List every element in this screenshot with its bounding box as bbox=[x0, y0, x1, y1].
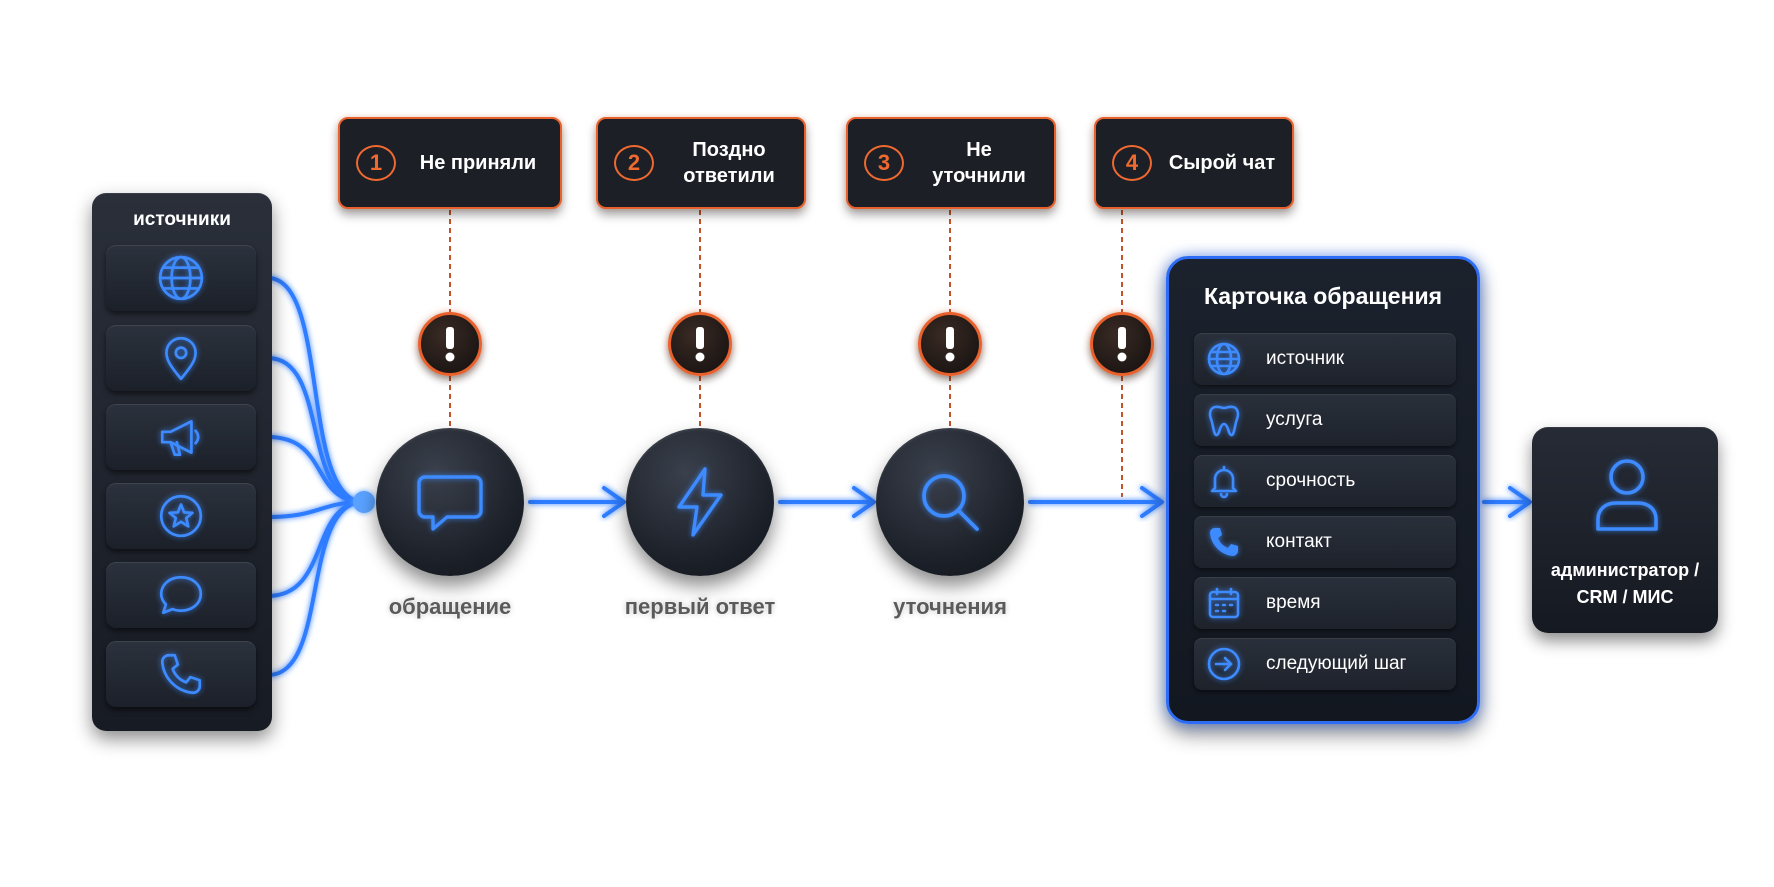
issue-number-1: 1 bbox=[356, 145, 396, 181]
issue-box-1: 1 Не приняли bbox=[338, 117, 562, 209]
card-row-contact: контакт bbox=[1194, 516, 1456, 568]
calendar-icon bbox=[1208, 587, 1240, 619]
issue-number-2: 2 bbox=[614, 145, 654, 181]
star-icon bbox=[159, 494, 203, 538]
arrow-circle-icon bbox=[1207, 647, 1241, 681]
source-reviews-button[interactable] bbox=[106, 483, 256, 549]
source-phone-button[interactable] bbox=[106, 641, 256, 707]
stage-first-response bbox=[626, 428, 774, 576]
card-row-label: следующий шаг bbox=[1266, 653, 1407, 674]
admin-label-line2: CRM / МИС bbox=[1576, 587, 1674, 607]
source-ads-button[interactable] bbox=[106, 404, 256, 470]
issue-text-1: Не приняли bbox=[419, 152, 537, 174]
phone-icon bbox=[160, 653, 202, 695]
card-row-urgency: срочность bbox=[1194, 455, 1456, 507]
phone-icon bbox=[1210, 528, 1238, 556]
issue-number-3: 3 bbox=[864, 145, 904, 181]
alert-icon-2 bbox=[668, 312, 732, 376]
alert-icon-3 bbox=[918, 312, 982, 376]
merge-point bbox=[353, 491, 375, 513]
source-link-3 bbox=[267, 435, 365, 504]
sources-panel: источники bbox=[92, 193, 272, 731]
stage-label-request: обращение bbox=[388, 594, 512, 619]
card-row-label: срочность bbox=[1266, 470, 1356, 491]
issue-box-4: 4 Сырой чат bbox=[1094, 117, 1294, 209]
source-map-button[interactable] bbox=[106, 325, 256, 391]
stage-request bbox=[376, 428, 524, 576]
bell-icon bbox=[1210, 465, 1238, 499]
exclamation-icon bbox=[695, 327, 705, 362]
search-icon bbox=[922, 474, 979, 531]
stage-label-clarification: уточнения bbox=[893, 594, 1007, 619]
request-card: Карточка обращения источник услуга срочн… bbox=[1166, 256, 1480, 724]
admin-crm-box: администратор / CRM / МИС bbox=[1532, 427, 1718, 633]
admin-label: администратор / CRM / МИС bbox=[1532, 557, 1718, 611]
issue-text-4: Сырой чат bbox=[1168, 152, 1276, 174]
card-row-label: время bbox=[1266, 592, 1321, 613]
source-chat-button[interactable] bbox=[106, 562, 256, 628]
issue-text-3: Не уточнили bbox=[932, 139, 1026, 187]
card-row-label: источник bbox=[1266, 348, 1345, 369]
card-row-source: источник bbox=[1194, 333, 1456, 385]
chat-bubble-icon bbox=[159, 575, 203, 615]
card-row-next-step: следующий шаг bbox=[1194, 638, 1456, 690]
source-web-button[interactable] bbox=[106, 245, 256, 311]
user-icon bbox=[1596, 459, 1658, 531]
issue-box-2: 2 Поздно ответили bbox=[596, 117, 806, 209]
stage-label-first-response: первый ответ bbox=[624, 594, 776, 619]
lightning-icon bbox=[677, 467, 723, 537]
sources-title: источники bbox=[133, 209, 231, 230]
exclamation-icon bbox=[945, 327, 955, 362]
card-row-label: контакт bbox=[1266, 531, 1332, 552]
source-link-2 bbox=[267, 356, 365, 504]
issue-box-3: 3 Не уточнили bbox=[846, 117, 1056, 209]
card-title: Карточка обращения bbox=[1203, 283, 1443, 309]
map-pin-icon bbox=[165, 336, 197, 381]
tooth-icon bbox=[1208, 405, 1240, 437]
message-icon bbox=[417, 475, 483, 531]
alert-icon-1 bbox=[418, 312, 482, 376]
issue-number-4: 4 bbox=[1112, 145, 1152, 181]
card-row-time: время bbox=[1194, 577, 1456, 629]
source-link-6 bbox=[267, 500, 365, 677]
megaphone-icon bbox=[160, 420, 200, 457]
globe-icon bbox=[158, 255, 204, 301]
stage-clarification bbox=[876, 428, 1024, 576]
exclamation-icon bbox=[1117, 327, 1127, 362]
source-link-1 bbox=[267, 276, 365, 504]
exclamation-icon bbox=[445, 327, 455, 362]
card-row-service: услуга bbox=[1194, 394, 1456, 446]
globe-icon bbox=[1207, 342, 1241, 376]
admin-label-line1: администратор / bbox=[1550, 560, 1700, 580]
alert-icon-4 bbox=[1090, 312, 1154, 376]
card-row-label: услуга bbox=[1266, 409, 1323, 430]
issue-text-2: Поздно ответили bbox=[683, 139, 775, 187]
